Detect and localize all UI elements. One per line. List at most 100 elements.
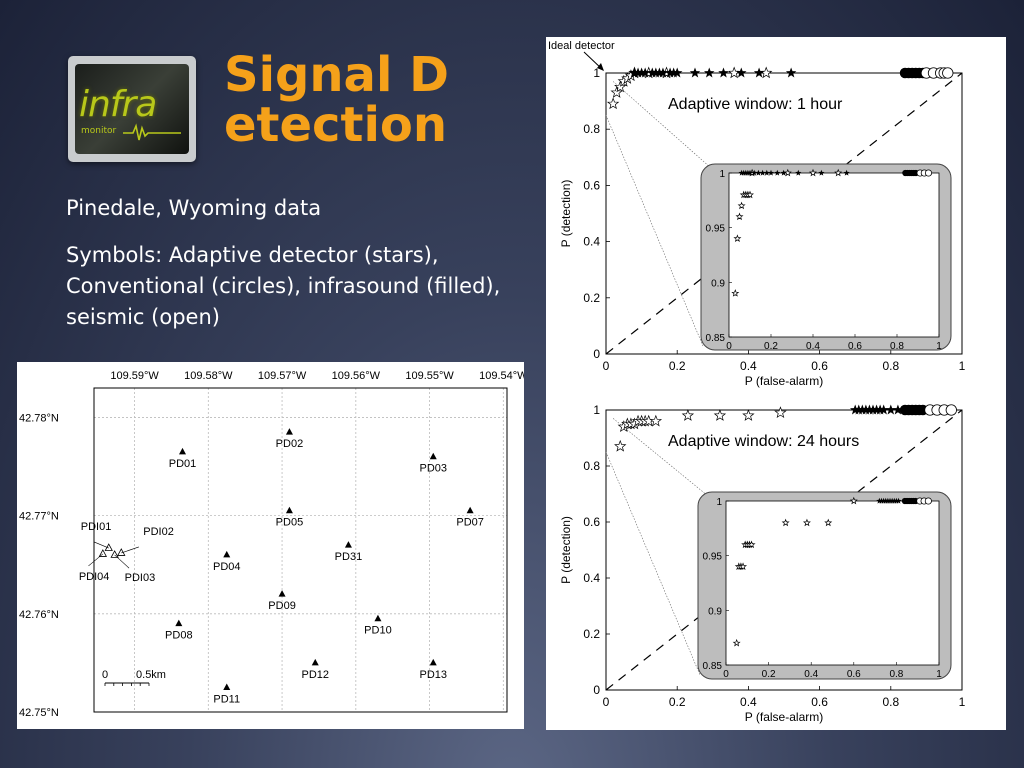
array-station-marker — [110, 550, 119, 558]
station-label: PD11 — [213, 693, 240, 705]
station-label: PD07 — [456, 517, 484, 529]
adaptive-seismic-point — [742, 409, 755, 421]
station-marker — [223, 550, 231, 558]
adaptive-seismic-point — [610, 86, 623, 98]
adaptive-infrasound-point — [704, 67, 715, 78]
waveform-icon — [123, 123, 181, 141]
inset-connector-line — [612, 81, 712, 169]
adaptive-infrasound-point — [843, 169, 850, 176]
station-marker — [285, 506, 293, 514]
inset-x-tick-label: 1 — [936, 341, 942, 352]
adaptive-seismic-point — [614, 439, 627, 452]
adaptive-seismic-point — [739, 562, 748, 571]
ideal-detector-arrowhead — [597, 63, 604, 71]
roc-x-axis-label: P (false-alarm) — [745, 710, 823, 724]
roc-x-tick-label: 1 — [959, 359, 966, 373]
inset-x-tick-label: 0.8 — [890, 341, 904, 352]
adaptive-infrasound-point — [753, 67, 765, 78]
slide-title: Signal Detection — [224, 47, 449, 153]
roc-x-tick-label: 0.8 — [882, 359, 899, 373]
station-label: PD09 — [268, 600, 296, 612]
array-station-label: PDI01 — [81, 521, 112, 533]
adaptive-seismic-point — [802, 518, 811, 527]
logo-subtitle: monitor — [81, 126, 117, 136]
inset-connector-line — [612, 418, 709, 497]
map-lon-label: 109.56°W — [332, 370, 381, 382]
array-station-leader — [121, 546, 139, 554]
roc-y-axis-label: P (detection) — [559, 180, 573, 248]
inset-axes-frame — [728, 172, 940, 338]
station-marker — [311, 658, 319, 666]
array-station-leader — [114, 554, 130, 569]
scale-zero-label: 0 — [102, 669, 108, 681]
adaptive-seismic-point — [614, 80, 627, 93]
map-lon-label: 109.57°W — [258, 370, 307, 382]
inset-y-tick-label: 0.9 — [708, 606, 722, 617]
adaptive-infrasound-point — [763, 169, 770, 176]
inset-x-tick-label: 0 — [723, 669, 729, 680]
adaptive-seismic-point — [746, 190, 754, 199]
station-label: PD02 — [276, 438, 304, 450]
roc-y-tick-label: 1 — [593, 403, 600, 417]
adaptive-seismic-point — [774, 406, 787, 419]
station-marker — [374, 614, 382, 622]
inset-x-tick-label: 0.6 — [847, 669, 861, 680]
station-label: PD13 — [419, 669, 447, 681]
roc-window-label: Adaptive window: 24 hours — [668, 433, 859, 450]
roc-x-tick-label: 0.2 — [669, 359, 686, 373]
station-label: PD08 — [165, 630, 193, 642]
adaptive-infrasound-point — [751, 169, 758, 176]
logo-screen: infra monitor — [75, 64, 189, 154]
roc-y-tick-label: 0.8 — [583, 122, 600, 136]
inset-y-tick-label: 0.85 — [703, 661, 723, 672]
inset-x-tick-label: 0 — [726, 341, 732, 352]
roc-y-tick-label: 1 — [593, 66, 600, 80]
map-lat-label: 42.76°N — [19, 609, 59, 621]
map-lon-label: 109.58°W — [184, 370, 233, 382]
array-station-marker — [98, 549, 108, 557]
scale-distance-label: 0.5km — [136, 669, 166, 681]
map-lat-label: 42.78°N — [19, 412, 59, 424]
adaptive-seismic-point — [747, 540, 756, 549]
array-station-label: PDI02 — [143, 526, 174, 538]
adaptive-infrasound-point — [639, 67, 651, 78]
roc-y-tick-label: 0 — [593, 683, 600, 697]
station-marker — [175, 619, 183, 627]
adaptive-seismic-point — [681, 409, 695, 421]
adaptive-seismic-point — [809, 168, 817, 177]
adaptive-seismic-point — [733, 234, 742, 243]
roc-y-tick-label: 0.2 — [583, 627, 600, 641]
conventional-seismic-point — [942, 67, 954, 79]
adaptive-seismic-point — [834, 168, 843, 177]
roc-x-tick-label: 0 — [603, 359, 610, 373]
roc-y-tick-label: 0.2 — [583, 291, 600, 305]
map-lon-label: 109.55°W — [405, 370, 454, 382]
inset-y-tick-label: 0.9 — [711, 278, 725, 289]
roc-y-tick-label: 0.8 — [583, 459, 600, 473]
adaptive-seismic-point — [649, 414, 663, 427]
station-marker — [278, 590, 286, 597]
roc-window-label: Adaptive window: 1 hour — [668, 96, 843, 113]
array-station-label: PDI04 — [79, 571, 110, 583]
adaptive-infrasound-point — [785, 67, 797, 78]
station-label: PD10 — [364, 625, 392, 637]
roc-y-axis-label: P (detection) — [559, 516, 573, 584]
inset-y-tick-label: 0.95 — [706, 224, 726, 235]
adaptive-infrasound-point — [746, 169, 754, 176]
inset-connector-line — [605, 115, 704, 347]
station-label: PD01 — [169, 458, 197, 470]
roc-axes-frame — [605, 409, 963, 691]
station-label: PD03 — [419, 463, 447, 475]
station-marker — [429, 452, 437, 460]
station-marker — [285, 428, 293, 435]
roc-x-tick-label: 0 — [603, 695, 610, 709]
inset-y-tick-label: 1 — [719, 169, 725, 180]
adaptive-seismic-point — [735, 212, 744, 221]
infra-monitor-logo: infra monitor — [68, 56, 196, 162]
inset-x-tick-label: 0.8 — [889, 669, 903, 680]
